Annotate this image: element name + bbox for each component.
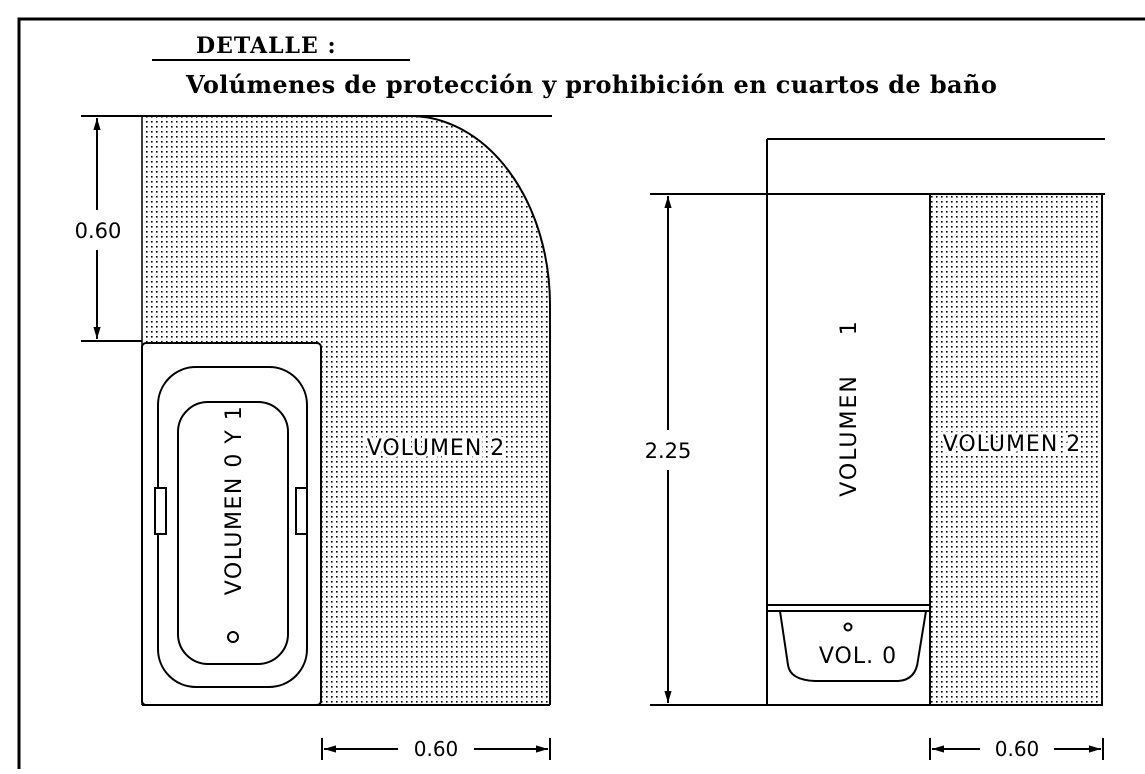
plan-width-dim-label: 0.60 <box>414 737 459 761</box>
bathtub-handle-right <box>295 487 308 535</box>
drawing-subtitle: Volúmenes de protección y prohibición en… <box>186 70 998 99</box>
plan-volume-2-label: VOLUMEN 2 <box>367 436 506 461</box>
elevation-height-dim-label: 2.25 <box>645 439 692 463</box>
elevation-volume-2-zone <box>929 193 1103 706</box>
elevation-width-dimension <box>929 738 1104 760</box>
bathtub-section <box>766 604 931 706</box>
elevation-view: 2.25 VOLUMEN 1 VOLUMEN 2 VOL. 0 0.60 <box>645 138 1105 761</box>
plan-width-dimension <box>321 738 551 760</box>
tub-volume-0-label: VOL. 0 <box>819 644 897 669</box>
frame-border <box>17 17 1145 774</box>
elevation-width-dim-label: 0.60 <box>995 737 1040 761</box>
plan-view: 0.60 VOLUMEN 2 VOLUMEN 0 Y 1 0.60 <box>75 115 552 761</box>
elevation-volume-2-label: VOLUMEN 2 <box>943 432 1082 457</box>
drain-icon <box>227 631 239 643</box>
plan-zone-boundary <box>142 115 551 705</box>
plan-height-dim-label: 0.60 <box>75 219 122 243</box>
bath-volume-label: VOLUMEN 0 Y 1 <box>222 405 247 596</box>
tub-basin-profile <box>779 610 927 682</box>
plan-height-dimension <box>81 115 142 342</box>
bathtub-basin <box>177 401 289 665</box>
drain-icon <box>843 622 853 632</box>
bathtub-handle-left <box>154 487 167 535</box>
volume-1-label: VOLUMEN 1 <box>837 319 862 497</box>
bathtub-plan <box>141 342 322 706</box>
detail-heading: DETALLE : <box>196 33 337 59</box>
